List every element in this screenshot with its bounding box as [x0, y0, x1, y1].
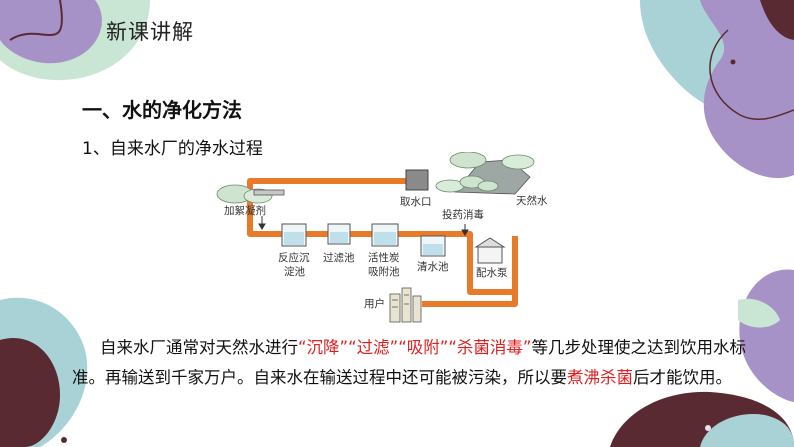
label-reaction-tank-1: 反应沉: [278, 251, 310, 264]
dot-bottom-left: [61, 437, 67, 443]
highlight-boiling: 煮沸杀菌: [567, 368, 633, 387]
user-buildings: [389, 287, 422, 323]
label-carbon-tank-2: 吸附池: [368, 265, 400, 278]
para-text-2: 等几步处理使之达到饮用水标准。再输送到千家万户。自来水在输送过程中还可能被污染，…: [72, 338, 746, 387]
label-natural-water: 天然水: [516, 194, 548, 207]
natural-water-hills: [435, 152, 535, 195]
dosing-arrows: [258, 216, 469, 236]
highlight-adsorption: “吸附”: [398, 338, 449, 357]
subsection-heading: 1、自来水厂的净水过程: [82, 139, 263, 159]
blob-bottom-right-teal: [700, 414, 794, 447]
para-text-3: 后才能饮用。: [633, 368, 732, 387]
label-disinfectant: 投药消毒: [442, 208, 484, 221]
label-pump: 配水泵: [476, 267, 508, 279]
line-top-left: [9, 0, 63, 41]
para-text-1: 自来水厂通常对天然水进行: [100, 338, 298, 357]
carbon-tank: [371, 223, 399, 247]
label-coagulant: 加絮凝剂: [224, 204, 266, 217]
blob-top-left-purple: [0, 0, 102, 64]
label-clear-tank: 清水池: [417, 260, 449, 273]
blob-top-right-purple: [700, 0, 794, 179]
label-filter-tank: 过滤池: [323, 251, 355, 264]
pipeline: [247, 178, 518, 307]
blob-bottom-left-maroon: [0, 338, 60, 447]
water-purification-diagram: 加絮凝剂 取水口 天然水 投药消毒 反应沉 淀池 过滤池 活性炭 吸附池 清水池…: [216, 152, 548, 323]
line-bottom-right: [639, 403, 731, 447]
reaction-tank: [281, 223, 307, 247]
intake-box: [405, 169, 429, 191]
pump-house: [474, 237, 506, 264]
section-heading: 一、水的净化方法: [82, 98, 242, 122]
highlight-sedimentation: “沉降”: [298, 338, 349, 357]
blob-bottom-right-green: [738, 298, 780, 328]
section-tag: 新课讲解: [106, 20, 194, 44]
line-top-right: [709, 29, 794, 120]
filter-tank: [327, 223, 351, 245]
blob-top-right-maroon: [760, 0, 794, 40]
explanation-paragraph: 自来水厂通常对天然水进行“沉降”“过滤”“吸附”“杀菌消毒”等几步处理使之达到饮…: [72, 333, 762, 393]
label-intake: 取水口: [400, 196, 432, 208]
label-carbon-tank-1: 活性炭: [368, 251, 400, 264]
dot-bottom-right: [705, 425, 711, 431]
dot-top-right: [730, 59, 736, 65]
label-user: 用户: [364, 297, 385, 310]
highlight-disinfection: “杀菌消毒”: [448, 338, 532, 357]
highlight-filtration: “过滤”: [348, 338, 399, 357]
left-hills: [216, 184, 285, 204]
clear-tank: [420, 235, 446, 257]
label-reaction-tank-2: 淀池: [284, 265, 305, 278]
